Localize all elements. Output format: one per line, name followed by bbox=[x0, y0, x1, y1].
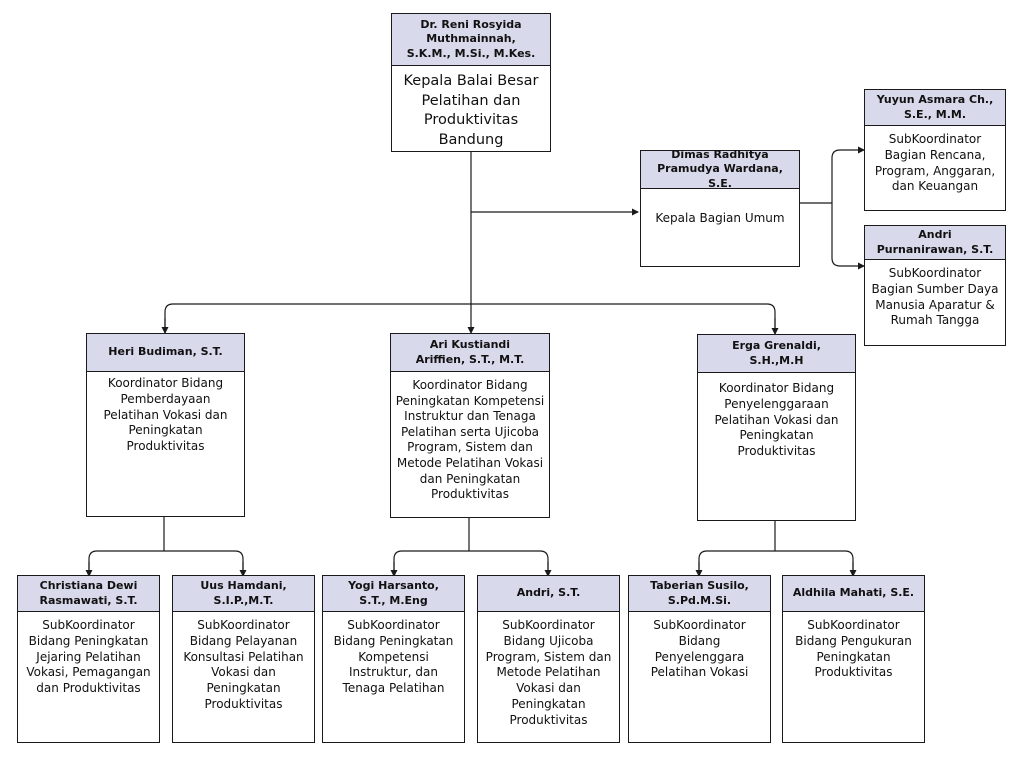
node-role: Koordinator Bidang Penyelenggaraan Pelat… bbox=[714, 381, 839, 459]
node-role: SubKoordinator Bidang Penyelenggara Pela… bbox=[650, 618, 749, 680]
line-to-yuyun bbox=[831, 146, 865, 203]
node-name: Dr. Reni Rosyida Muthmainnah, S.K.M., M.… bbox=[392, 14, 550, 66]
node-role: Kepala Bagian Umum bbox=[655, 211, 785, 225]
line-erga-branch bbox=[698, 520, 854, 576]
node-subkoordinator-sdm: Andri Purnanirawan, S.T. SubKoordinator … bbox=[864, 225, 1006, 346]
node-koordinator-kompetensi: Ari Kustiandi Ariffien, S.T., M.T. Koord… bbox=[390, 333, 550, 518]
node-name: Christiana Dewi Rasmawati, S.T. bbox=[18, 576, 159, 612]
node-subkoordinator-ujicoba: Andri, S.T. SubKoordinator Bidang Ujicob… bbox=[477, 575, 620, 743]
line-heri-branch bbox=[88, 516, 244, 576]
node-role: SubKoordinator Bagian Rencana, Program, … bbox=[874, 132, 996, 194]
node-subkoordinator-jejaring: Christiana Dewi Rasmawati, S.T. SubKoord… bbox=[17, 575, 160, 743]
node-koordinator-pemberdayaan: Heri Budiman, S.T. Koordinator Bidang Pe… bbox=[86, 333, 245, 517]
node-role: Koordinator Bidang Peningkatan Kompetens… bbox=[395, 378, 545, 502]
node-koordinator-penyelenggaraan: Erga Grenaldi, S.H.,M.H Koordinator Bida… bbox=[697, 334, 856, 521]
node-name: Yogi Harsanto, S.T., M.Eng bbox=[323, 576, 464, 612]
node-subkoordinator-penyelenggara: Taberian Susilo, S.Pd.M.Si. SubKoordinat… bbox=[628, 575, 771, 743]
node-kepala-balai: Dr. Reni Rosyida Muthmainnah, S.K.M., M.… bbox=[391, 13, 551, 152]
node-subkoordinator-pengukuran: Aldhila Mahati, S.E. SubKoordinator Bida… bbox=[782, 575, 925, 743]
line-ari-branch bbox=[393, 517, 549, 576]
node-kepala-bagian-umum: Dimas Radhitya Pramudya Wardana, S.E. Ke… bbox=[640, 148, 800, 267]
line-to-andri-p bbox=[831, 203, 865, 270]
node-role: SubKoordinator Bidang Peningkatan Kompet… bbox=[333, 618, 454, 696]
node-role: SubKoordinator Bidang Peningkatan Jejari… bbox=[26, 618, 151, 696]
node-name: Uus Hamdani, S.I.P.,M.T. bbox=[173, 576, 314, 612]
node-role: Kepala Balai Besar Pelatihan dan Produkt… bbox=[403, 73, 539, 148]
node-subkoordinator-konsultasi: Uus Hamdani, S.I.P.,M.T. SubKoordinator … bbox=[172, 575, 315, 743]
node-subkoordinator-rencana: Yuyun Asmara Ch., S.E., M.M. SubKoordina… bbox=[864, 89, 1006, 211]
line-coordinator-bus bbox=[164, 303, 776, 334]
node-role: SubKoordinator Bidang Ujicoba Program, S… bbox=[485, 618, 612, 727]
node-subkoordinator-tenaga-pelatihan: Yogi Harsanto, S.T., M.Eng SubKoordinato… bbox=[322, 575, 465, 743]
node-role: SubKoordinator Bagian Sumber Daya Manusi… bbox=[871, 266, 999, 328]
node-name: Yuyun Asmara Ch., S.E., M.M. bbox=[865, 90, 1005, 126]
node-role: Koordinator Bidang Pemberdayaan Pelatiha… bbox=[103, 376, 228, 454]
node-name: Dimas Radhitya Pramudya Wardana, S.E. bbox=[641, 148, 799, 190]
node-name: Andri, S.T. bbox=[478, 576, 619, 612]
node-name: Andri Purnanirawan, S.T. bbox=[865, 226, 1005, 260]
node-name: Aldhila Mahati, S.E. bbox=[783, 576, 924, 612]
node-role: SubKoordinator Bidang Pengukuran Peningk… bbox=[795, 618, 912, 680]
node-role: SubKoordinator Bidang Pelayanan Konsulta… bbox=[183, 618, 304, 712]
node-name: Erga Grenaldi, S.H.,M.H bbox=[698, 335, 855, 373]
node-name: Taberian Susilo, S.Pd.M.Si. bbox=[629, 576, 770, 612]
node-name: Heri Budiman, S.T. bbox=[87, 334, 244, 372]
node-name: Ari Kustiandi Ariffien, S.T., M.T. bbox=[391, 334, 549, 372]
